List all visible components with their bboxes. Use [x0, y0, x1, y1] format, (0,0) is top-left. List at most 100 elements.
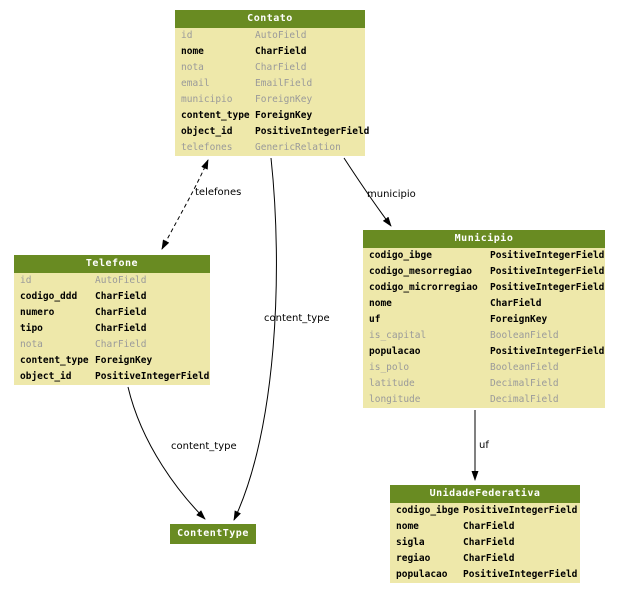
field-type: PositiveIntegerField [95, 371, 210, 382]
field-type: PositiveIntegerField [463, 569, 578, 580]
edge-telefone-contenttype-arrow [127, 386, 206, 520]
field-type: PositiveIntegerField [490, 250, 605, 261]
field-name: object_id [20, 371, 72, 382]
field-row: codigo_ddd CharField [14, 289, 210, 305]
field-type: PositiveIntegerField [463, 505, 578, 516]
field-name: regiao [396, 553, 431, 564]
field-type: ForeignKey [490, 314, 548, 325]
field-type: DecimalField [490, 394, 559, 405]
field-name: populacao [369, 346, 421, 357]
field-row: populacao PositiveIntegerField [363, 344, 605, 360]
field-type: DecimalField [490, 378, 559, 389]
field-type: ForeignKey [255, 94, 313, 105]
field-type: CharField [463, 553, 515, 564]
entity-title: ContentType [170, 524, 256, 544]
edge-label-telefones: telefones [195, 187, 242, 198]
field-type: AutoField [255, 30, 307, 41]
field-row: object_id PositiveIntegerField [14, 369, 210, 385]
field-row: is_capital BooleanField [363, 328, 605, 344]
edge-telefones-arrow [161, 159, 209, 250]
field-row: is_polo BooleanField [363, 360, 605, 376]
field-type: PositiveIntegerField [490, 346, 605, 357]
field-name: sigla [396, 537, 425, 548]
field-name: numero [20, 307, 55, 318]
field-row: codigo_ibge PositiveIntegerField [363, 248, 605, 264]
field-type: CharField [95, 339, 147, 350]
field-name: nome [369, 298, 392, 309]
entity-title: Municipio [363, 230, 605, 248]
field-type: CharField [490, 298, 542, 309]
field-row: codigo_ibge PositiveIntegerField [390, 503, 580, 519]
field-name: nome [181, 46, 204, 57]
field-name: is_capital [369, 330, 427, 341]
field-name: codigo_ibge [369, 250, 432, 261]
field-row: nome CharField [175, 44, 365, 60]
field-name: nota [20, 339, 43, 350]
field-name: tipo [20, 323, 43, 334]
field-type: GenericRelation [255, 142, 341, 153]
field-row: id AutoField [175, 28, 365, 44]
field-row: content_type ForeignKey [14, 353, 210, 369]
field-row: longitude DecimalField [363, 392, 605, 408]
field-name: nota [181, 62, 204, 73]
field-row: regiao CharField [390, 551, 580, 567]
field-type: CharField [255, 46, 307, 57]
field-row: email EmailField [175, 76, 365, 92]
field-row: numero CharField [14, 305, 210, 321]
field-type: ForeignKey [95, 355, 153, 366]
field-row: nome CharField [390, 519, 580, 535]
field-row: telefones GenericRelation [175, 140, 365, 156]
field-name: municipio [181, 94, 233, 105]
entity-title: Contato [175, 10, 365, 28]
field-name: codigo_mesorregiao [369, 266, 472, 277]
entity-contenttype: ContentType [170, 524, 256, 544]
field-row: nome CharField [363, 296, 605, 312]
field-row: codigo_microrregiao PositiveIntegerField [363, 280, 605, 296]
field-name: codigo_ibge [396, 505, 459, 516]
field-type: ForeignKey [255, 110, 313, 121]
field-row: nota CharField [14, 337, 210, 353]
edge-contato-contenttype-arrow [233, 157, 277, 521]
field-row: populacao PositiveIntegerField [390, 567, 580, 583]
field-row: tipo CharField [14, 321, 210, 337]
field-name: nome [396, 521, 419, 532]
field-type: CharField [255, 62, 307, 73]
field-name: populacao [396, 569, 448, 580]
field-name: codigo_ddd [20, 291, 78, 302]
field-type: CharField [95, 323, 147, 334]
field-name: is_polo [369, 362, 410, 373]
field-type: BooleanField [490, 362, 559, 373]
field-type: CharField [95, 307, 147, 318]
field-name: email [181, 78, 210, 89]
field-type: EmailField [255, 78, 313, 89]
field-name: codigo_microrregiao [369, 282, 478, 293]
field-type: PositiveIntegerField [255, 126, 370, 137]
field-name: telefones [181, 142, 233, 153]
field-type: BooleanField [490, 330, 559, 341]
field-type: PositiveIntegerField [490, 282, 605, 293]
field-name: longitude [369, 394, 421, 405]
field-row: nota CharField [175, 60, 365, 76]
field-row: uf ForeignKey [363, 312, 605, 328]
field-row: sigla CharField [390, 535, 580, 551]
field-name: uf [369, 314, 381, 325]
field-type: CharField [463, 521, 515, 532]
field-type: CharField [95, 291, 147, 302]
entity-title: UnidadeFederativa [390, 485, 580, 503]
field-name: id [181, 30, 193, 41]
field-type: CharField [463, 537, 515, 548]
field-type: AutoField [95, 275, 147, 286]
field-name: content_type [20, 355, 89, 366]
field-row: municipio ForeignKey [175, 92, 365, 108]
